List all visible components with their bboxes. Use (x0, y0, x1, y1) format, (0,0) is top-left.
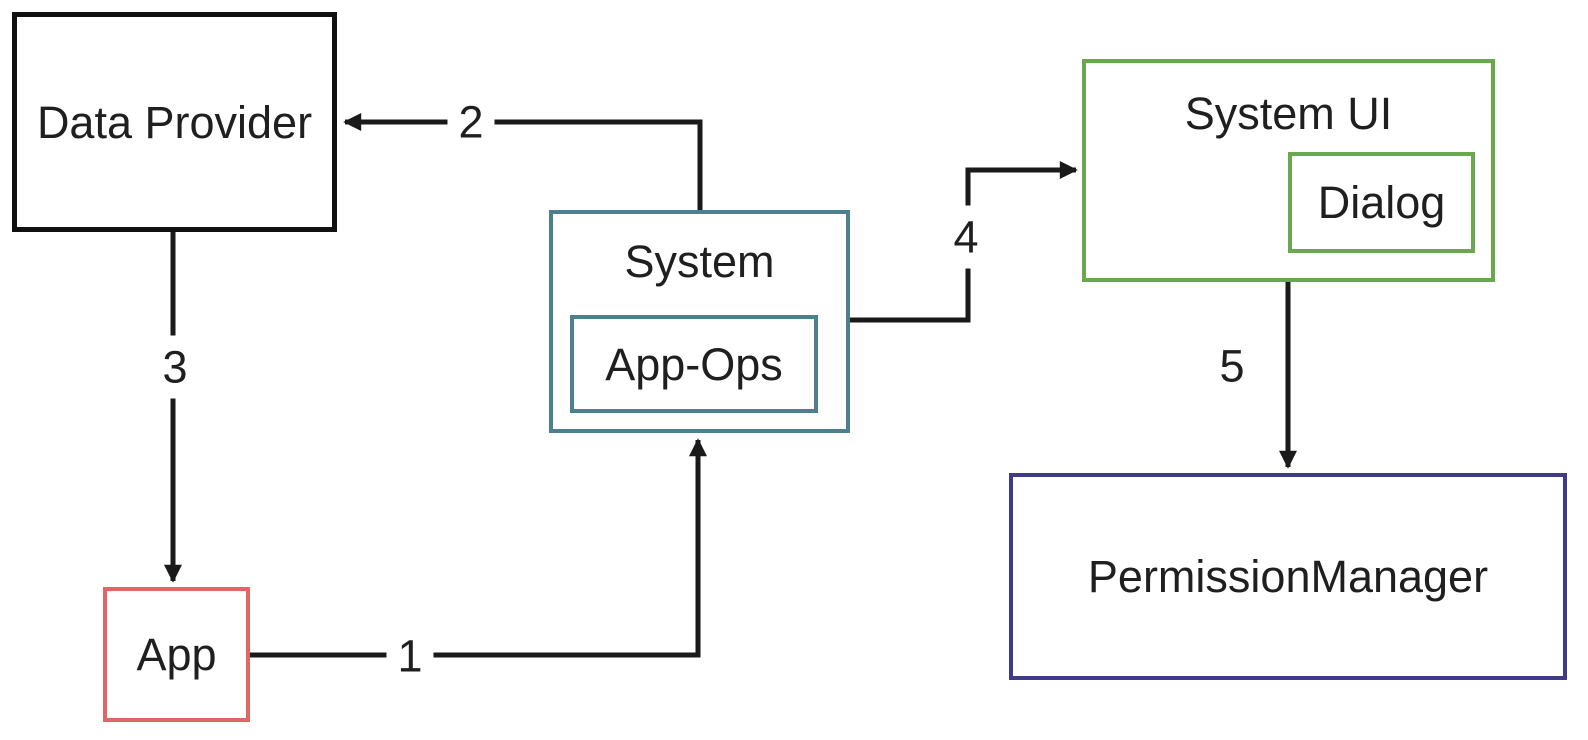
edge-1-app-to-system (250, 438, 707, 658)
node-system: System App-Ops (549, 210, 850, 433)
node-system-ui: System UI Dialog (1082, 59, 1495, 282)
edge-2-system-to-data-provider (343, 113, 703, 210)
node-dialog-label: Dialog (1317, 177, 1446, 228)
edge-4-label: 4 (948, 205, 984, 269)
edge-5-label: 5 (1219, 340, 1245, 392)
node-permission-manager: PermissionManager (1009, 473, 1567, 680)
node-data-provider: Data Provider (12, 12, 337, 232)
node-app-ops-label: App-Ops (605, 338, 783, 390)
node-app-ops: App-Ops (570, 315, 818, 413)
edge-2-label: 2 (447, 99, 495, 145)
node-permission-manager-label: PermissionManager (1087, 551, 1489, 602)
node-app: App (103, 587, 250, 722)
node-system-ui-label: System UI (1184, 88, 1393, 139)
edge-1-label: 1 (386, 633, 434, 679)
node-app-label: App (136, 629, 217, 680)
edge-3-label: 3 (157, 335, 193, 399)
node-data-provider-label: Data Provider (36, 96, 313, 148)
node-system-label: System (624, 236, 775, 287)
node-dialog: Dialog (1288, 152, 1475, 253)
